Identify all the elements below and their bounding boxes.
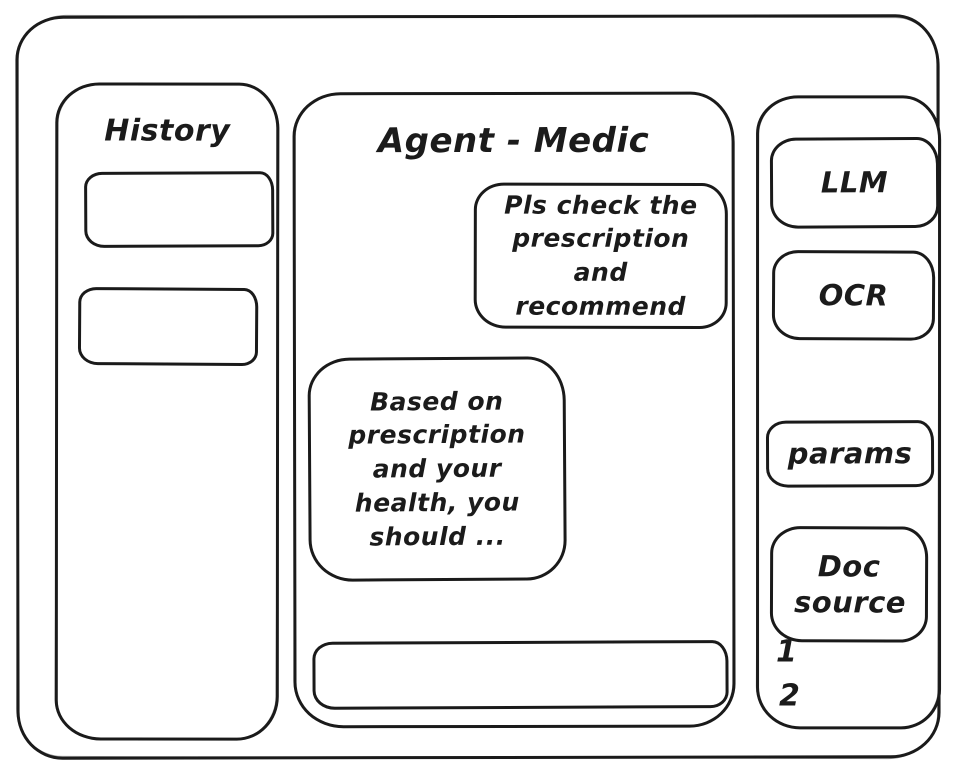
params-button[interactable]: params bbox=[765, 420, 935, 488]
agent-message-bubble: Based on prescription and your health, y… bbox=[307, 356, 567, 582]
app-window-frame: History Agent - Medic Pls check the pres… bbox=[15, 14, 942, 760]
user-message-text: Pls check the prescription and recommend bbox=[504, 190, 698, 321]
ocr-button[interactable]: OCR bbox=[771, 249, 936, 341]
tools-panel: LLM OCR params Doc source 1 2 bbox=[756, 95, 942, 730]
llm-button[interactable]: LLM bbox=[769, 136, 940, 229]
agent-message-text: Based on prescription and your health, y… bbox=[348, 386, 526, 552]
chat-title: Agent - Medic bbox=[377, 120, 650, 162]
chat-panel: Agent - Medic Pls check the prescription… bbox=[292, 91, 736, 729]
history-item[interactable] bbox=[84, 171, 275, 248]
message-input[interactable] bbox=[312, 640, 729, 710]
history-title: History bbox=[104, 113, 231, 149]
doc-source-button[interactable]: Doc source bbox=[769, 526, 929, 643]
history-item[interactable] bbox=[77, 286, 259, 367]
doc-source-number-1: 1 bbox=[776, 634, 797, 670]
doc-source-label: Doc source bbox=[793, 548, 907, 620]
user-message-bubble: Pls check the prescription and recommend bbox=[473, 182, 728, 330]
history-panel: History bbox=[54, 82, 280, 741]
doc-source-number-2: 2 bbox=[779, 678, 800, 714]
